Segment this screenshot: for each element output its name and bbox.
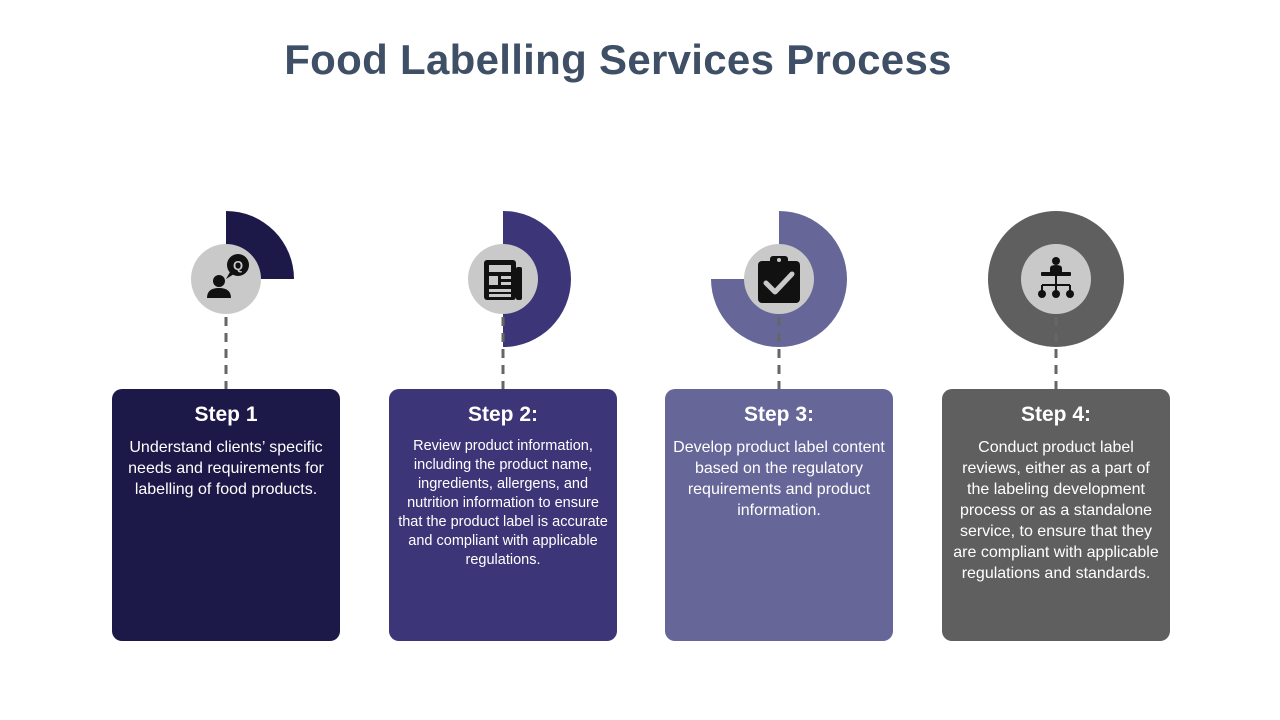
clipboard-check-icon — [758, 256, 800, 303]
hierarchy-icon — [1038, 257, 1074, 298]
step-4-title: Step 4: — [1020, 403, 1091, 426]
page-title: Food Labelling Services Process — [284, 36, 952, 83]
step-2-graphic — [468, 211, 571, 390]
step-3-graphic — [711, 211, 847, 390]
step-4-graphic — [987, 211, 1124, 390]
step-3-description: Develop product label content based on t… — [673, 439, 885, 519]
person-chat-icon: Q — [207, 254, 249, 298]
step-2-description: Review product information, including th… — [398, 438, 608, 568]
step-4-description: Conduct product label reviews, either as… — [953, 439, 1159, 582]
step-1-description: Understand clients’ specific needs and r… — [128, 439, 324, 498]
step-2: Step 2: Review product information, incl… — [389, 0, 617, 720]
step-1-graphic: Q — [191, 211, 294, 390]
svg-text:Q: Q — [233, 258, 243, 273]
step-3-title: Step 3: — [743, 403, 814, 426]
step-2-title: Step 2: — [467, 403, 538, 426]
newspaper-icon — [484, 260, 522, 300]
step-3: Step 3: Develop product label content ba… — [665, 0, 893, 720]
step-1-title: Step 1 — [194, 403, 258, 426]
step-4-card: Step 4: Conduct product label reviews, e… — [942, 389, 1170, 641]
step-1: Q Step 1 Understand clients’ specific ne… — [112, 0, 340, 720]
step-4: Step 4: Conduct product label reviews, e… — [942, 0, 1170, 720]
step-1-card: Step 1 Understand clients’ specific need… — [112, 389, 340, 641]
step-2-card: Step 2: Review product information, incl… — [389, 389, 617, 641]
step-3-card: Step 3: Develop product label content ba… — [665, 389, 893, 641]
